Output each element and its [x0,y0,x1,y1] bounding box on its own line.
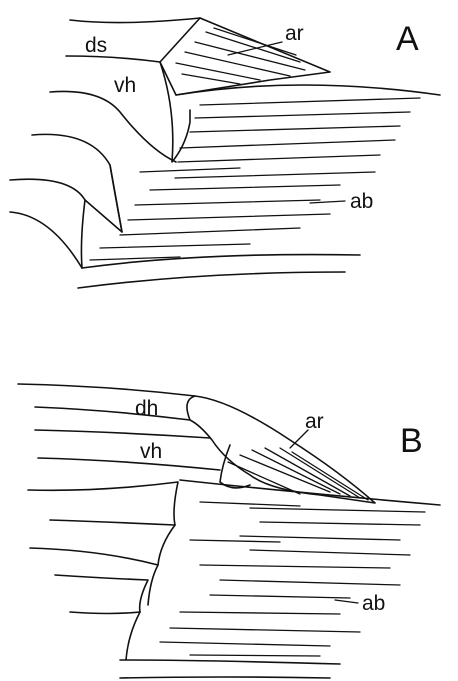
panel-a-ab-leader [310,201,345,203]
panel-b-dorsal-strip-mid [35,407,190,420]
panel-b-segment-1 [28,482,178,525]
panel-a-label-vh: vh [114,74,136,97]
panel-b-label-vh: vh [140,440,162,463]
panel-b-segment-3 [30,548,158,605]
panel-b-dorsal-strip-low [35,430,210,438]
panel-a-ventral-hinge-notch [160,62,190,162]
panel-b-label-ar: ar [305,410,324,433]
panel-a-label-ds: ds [85,34,107,57]
panel-a-segment-3 [10,212,82,268]
panel-b-base-line [120,677,330,678]
panel-b-segment-5 [70,612,140,660]
panel-b-dorsal-strip-top [18,384,195,396]
panel-a-ventral-hinge-upper [50,91,176,162]
panel-b-letter: B [400,422,423,460]
panel-b: B [18,384,440,678]
panel-a-base-line [78,272,345,288]
panel-b-ventral-hinge [220,445,250,488]
panel-a-abdominal-hatching [90,98,420,260]
panel-a-letter: A [396,20,419,58]
panel-b-abdominal-hatching [160,502,425,656]
panel-a-ventral-hinge-lower [32,134,122,232]
panel-b-label-ab: ab [362,592,385,615]
panel-b-segment-4 [55,575,148,612]
panel-b-ab-leader [335,600,358,603]
panel-a-dorsal-segment-top [70,18,200,23]
panel-a-articular-block [160,18,330,95]
panel-b-segment-6 [120,660,340,664]
panel-a-segment-1 [176,85,440,95]
panel-a-segment-4 [85,165,122,232]
panel-b-label-dh: dh [135,397,158,420]
panel-a-dorsal-segment-bottom [66,56,160,62]
panel-a: A [10,18,440,288]
panel-a-lower-outline [82,255,360,268]
panel-a-label-ar: ar [285,22,304,45]
panel-b-segment-2 [50,520,175,565]
panel-b-ventral-strip [38,458,220,470]
panel-a-label-ab: ab [350,190,373,213]
